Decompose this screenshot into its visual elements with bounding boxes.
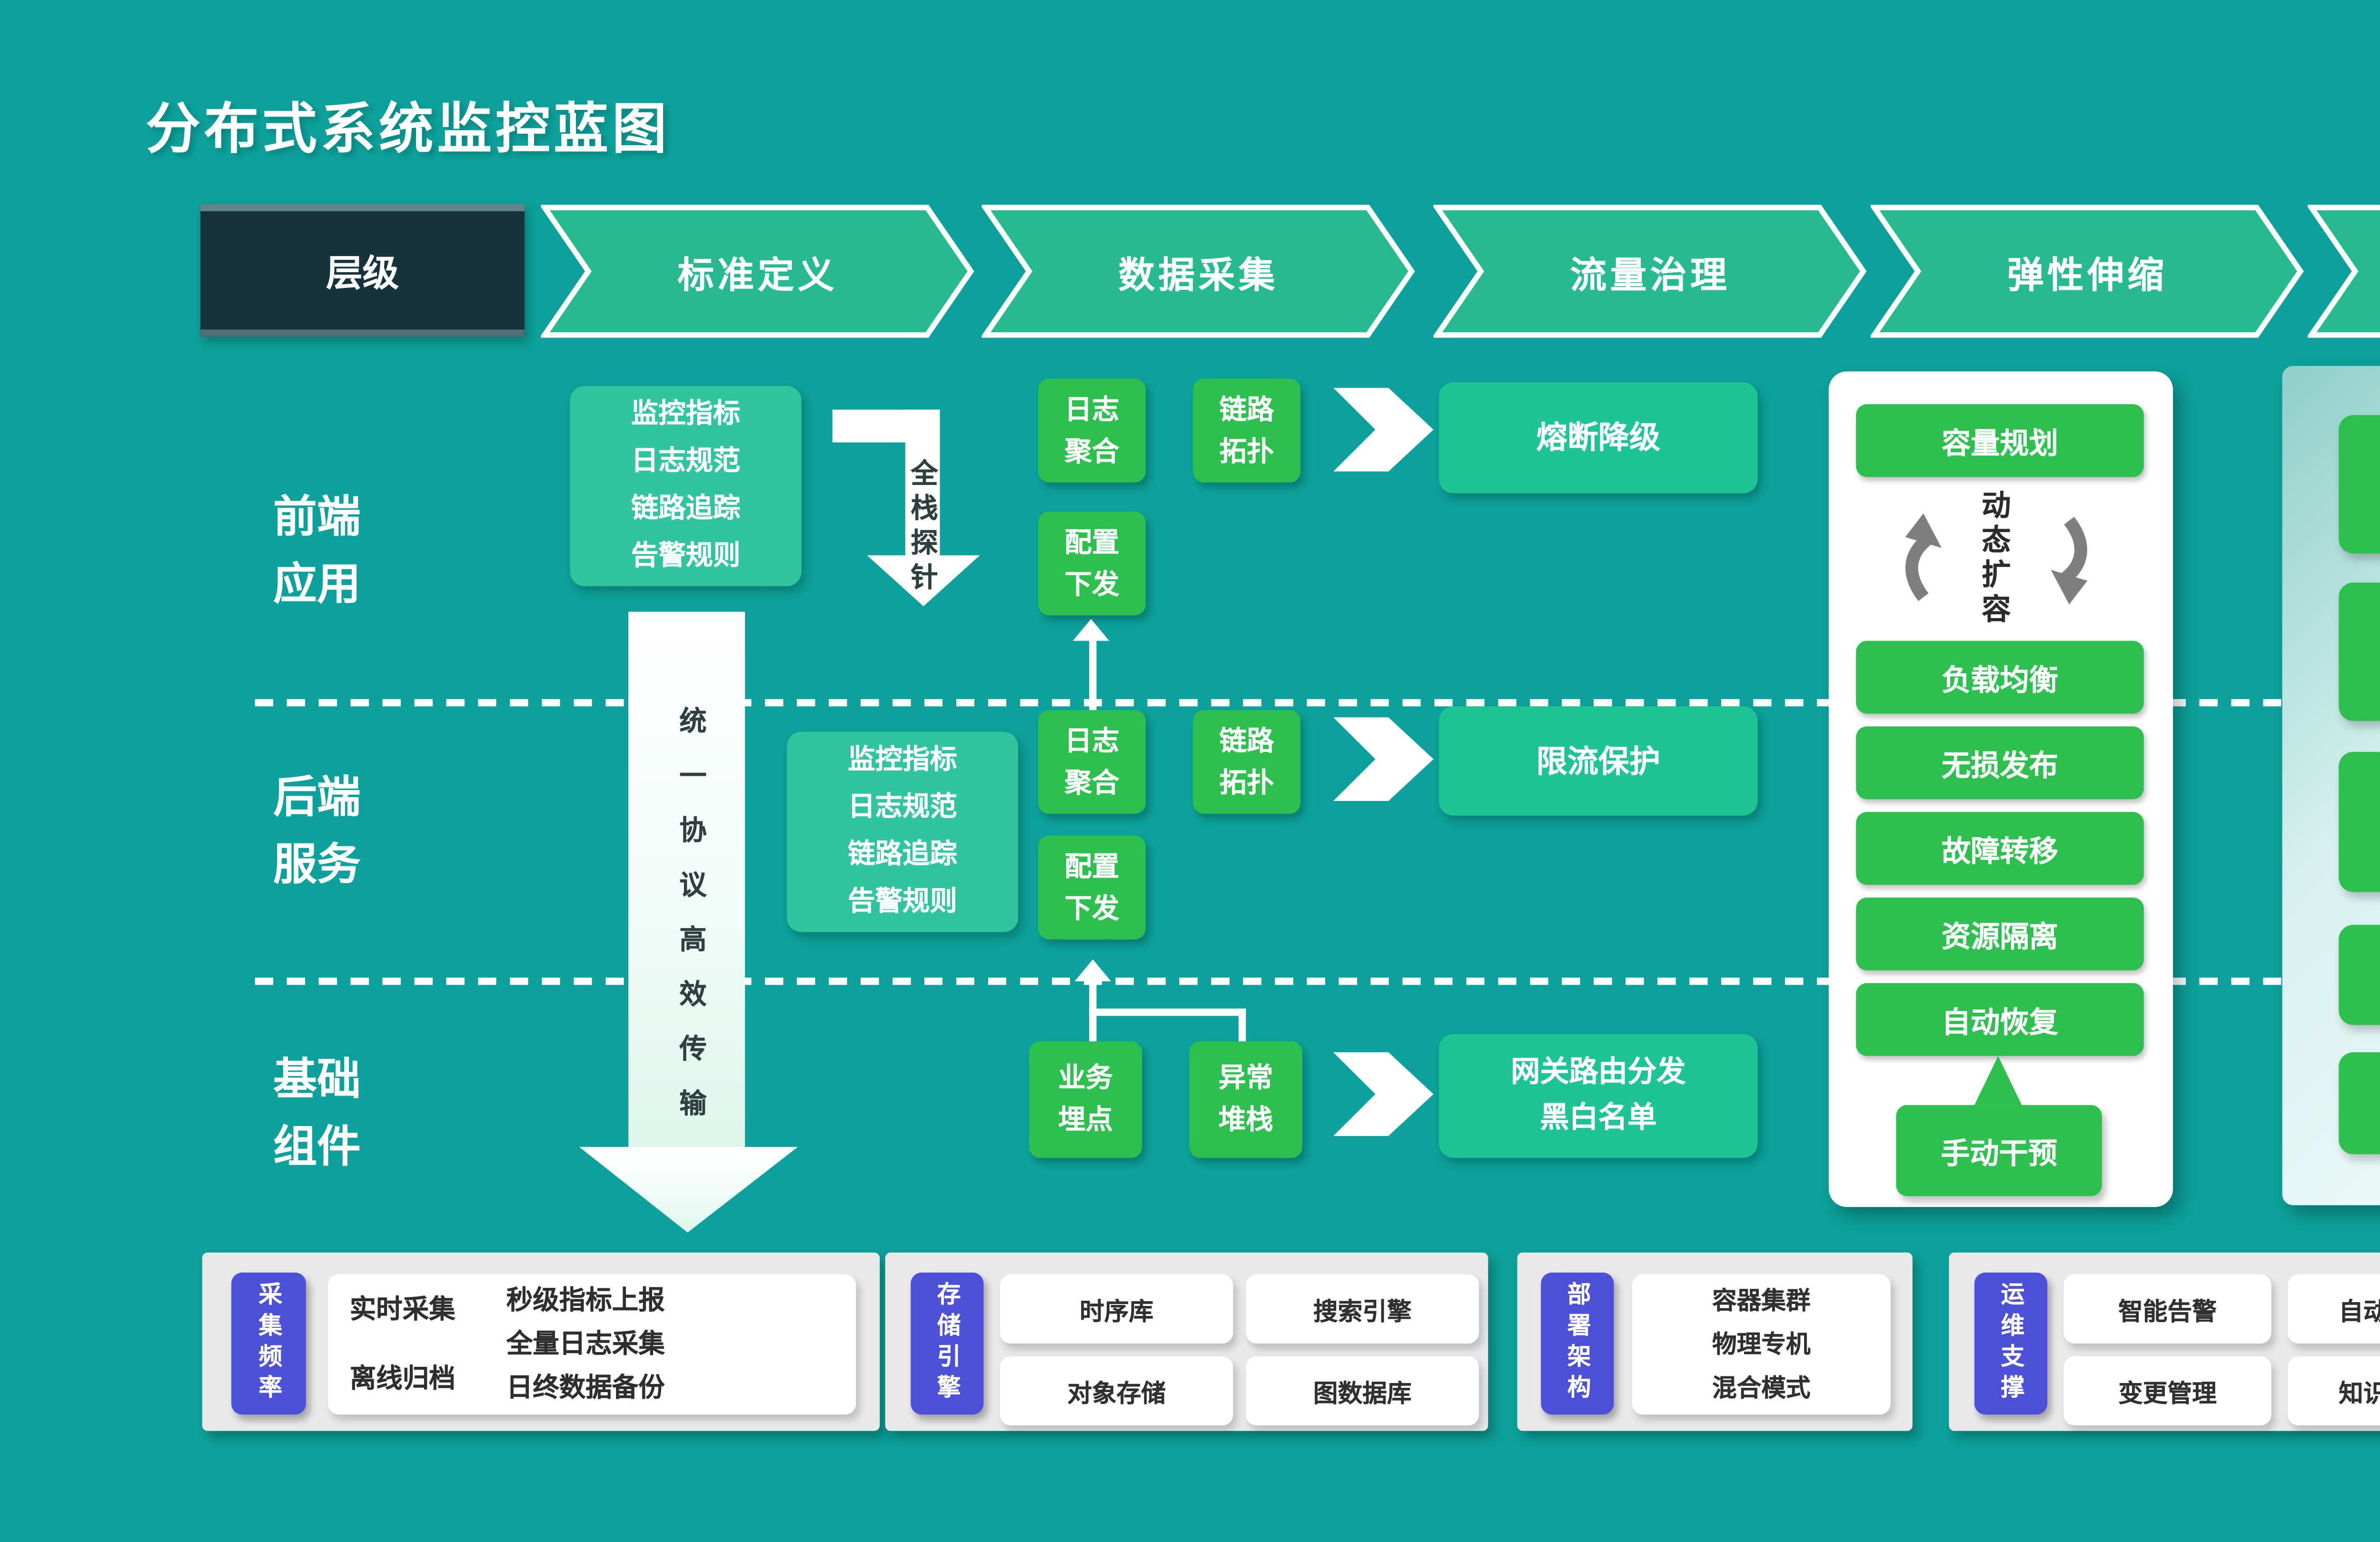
daily-backup-label: 日终数据备份 [506, 1374, 665, 1404]
failover-button: 故障转移 [1856, 812, 2144, 885]
stage-chevron-label: 弹性伸缩 [2007, 256, 2168, 296]
up-arrow-head-icon [1072, 619, 1110, 641]
stage-chevron-label: 数据采集 [1118, 256, 1279, 296]
elbow-connector-vertical [1239, 1008, 1246, 1042]
trend-tile: 趋势 [2339, 583, 2380, 721]
manual-intervention-bubble: 手动干预 [1896, 1105, 2102, 1196]
unified-transport-arrow-icon [579, 612, 798, 1233]
header-level-box: 层级 [200, 204, 525, 337]
circuit-break-box: 熔断降级 [1438, 382, 1758, 494]
standards-box-frontend: 监控指标 日志规范 链路追踪 告警规则 [570, 386, 802, 586]
stage-chevron-elastic: 弹性伸缩 [1870, 204, 2308, 338]
row-label-backend: 后端服务 [273, 773, 361, 890]
flow-arrow-icon [1333, 387, 1434, 472]
search-engine-card: 搜索引擎 [1246, 1274, 1479, 1344]
auto-recovery-button: 自动恢复 [1856, 983, 2144, 1056]
stage-chevron-collection: 数据采集 [982, 204, 1418, 338]
stage-chevron-label: 标准定义 [677, 256, 838, 296]
object-storage-card: 对象存储 [1000, 1356, 1233, 1426]
hybrid-mode-label: 混合模式 [1712, 1374, 1811, 1401]
physical-host-label: 物理专机 [1712, 1330, 1811, 1357]
link-topo-box-backend: 链路 拓扑 [1193, 710, 1301, 814]
collection-frequency-card [327, 1274, 856, 1415]
row-label-frontend: 前端应用 [273, 493, 361, 610]
full-log-collect-label: 全量日志采集 [506, 1331, 665, 1360]
chevron-shape-icon [1433, 205, 1867, 338]
performance-tile: 性能 [2339, 415, 2380, 554]
chevron-shape-icon [1870, 205, 2304, 338]
offline-archive-label: 离线归档 [349, 1365, 456, 1395]
probe-arrow-label: 全栈探针 [907, 458, 938, 597]
load-balance-button: 负载均衡 [1856, 641, 2144, 714]
auto-inspection-card: 自动巡检 [2288, 1274, 2380, 1344]
gateway-box: 网关路由分发 黑白名单 [1438, 1034, 1758, 1158]
chevron-shape-icon [982, 205, 1415, 338]
deployment-arch-card: 容器集群 物理专机 混合模式 [1632, 1274, 1891, 1415]
config-push-box-frontend: 配置 下发 [1038, 511, 1146, 615]
smart-alert-card: 智能告警 [2063, 1274, 2271, 1344]
capacity-plan-button: 容量规划 [1856, 404, 2144, 477]
log-agg-box-frontend: 日志 聚合 [1038, 378, 1146, 483]
up-arrow-shaft [1088, 641, 1096, 710]
change-mgmt-card: 变更管理 [2063, 1356, 2271, 1426]
stage-chevron-label: 流量治理 [1570, 256, 1731, 296]
elbow-connector-horizontal [1088, 1008, 1245, 1016]
biz-track-box: 业务 埋点 [1029, 1041, 1142, 1158]
cycle-arrow-left-icon [1905, 513, 1942, 601]
stage-chevron-label: 可视大屏 [2355, 204, 2380, 338]
standards-box-backend: 监控指标 日志规范 链路追踪 告警规则 [787, 731, 1019, 932]
chevron-shape-icon [541, 205, 974, 338]
chevron-shape-icon [2308, 205, 2380, 338]
flow-arrow-icon [1333, 717, 1434, 801]
lossless-release-button: 无损发布 [1856, 726, 2144, 800]
runtime-log-tile: 运行日志 [2339, 925, 2380, 1025]
log-agg-box-backend: 日志 聚合 [1038, 710, 1146, 814]
call-stats-tile: 调用统计 [2339, 1052, 2380, 1155]
exception-stack-box: 异常 堆栈 [1189, 1041, 1302, 1158]
tsdb-card: 时序库 [1000, 1274, 1233, 1344]
config-push-box-backend: 配置 下发 [1038, 835, 1146, 939]
page-title: 分布式系统监控蓝图 [146, 100, 671, 160]
health-tile: 健康度 [2339, 751, 2380, 892]
dynamic-scaling-label: 动态扩容 [1976, 489, 2007, 628]
resource-isolation-button: 资源隔离 [1856, 897, 2144, 970]
link-topo-box-frontend: 链路 拓扑 [1193, 378, 1301, 483]
knowledge-base-card: 知识沉淀 [2288, 1356, 2380, 1426]
row-label-infra: 基础组件 [273, 1056, 361, 1173]
deployment-arch-tab: 部署架构 [1541, 1272, 1614, 1415]
cycle-arrow-right-icon [2051, 516, 2088, 604]
manual-intervention-pointer-icon [1974, 1056, 2022, 1105]
unified-transport-arrow-label: 统一协议高效传输 [675, 706, 707, 1144]
realtime-collect-label: 实时采集 [349, 1296, 456, 1325]
up-arrow-head-icon [1073, 959, 1111, 981]
metric-report-label: 秒级指标上报 [506, 1287, 665, 1316]
container-cluster-label: 容器集群 [1712, 1286, 1811, 1314]
collection-frequency-tab: 采集频率 [231, 1272, 306, 1415]
ops-support-tab: 运维支撑 [1974, 1272, 2048, 1415]
stage-chevron-standards: 标准定义 [541, 204, 978, 338]
probe-arrow-head-icon [867, 555, 980, 606]
probe-arrow-shaft [905, 409, 940, 555]
storage-engine-tab: 存储引擎 [911, 1272, 984, 1415]
graph-db-card: 图数据库 [1246, 1356, 1479, 1426]
stage-chevron-screen: 可视大屏 [2308, 204, 2380, 338]
flow-arrow-icon [1333, 1052, 1434, 1136]
header-level-label: 层级 [326, 255, 399, 295]
stage-chevron-traffic: 流量治理 [1433, 204, 1870, 338]
rate-limit-box: 限流保护 [1438, 706, 1758, 816]
